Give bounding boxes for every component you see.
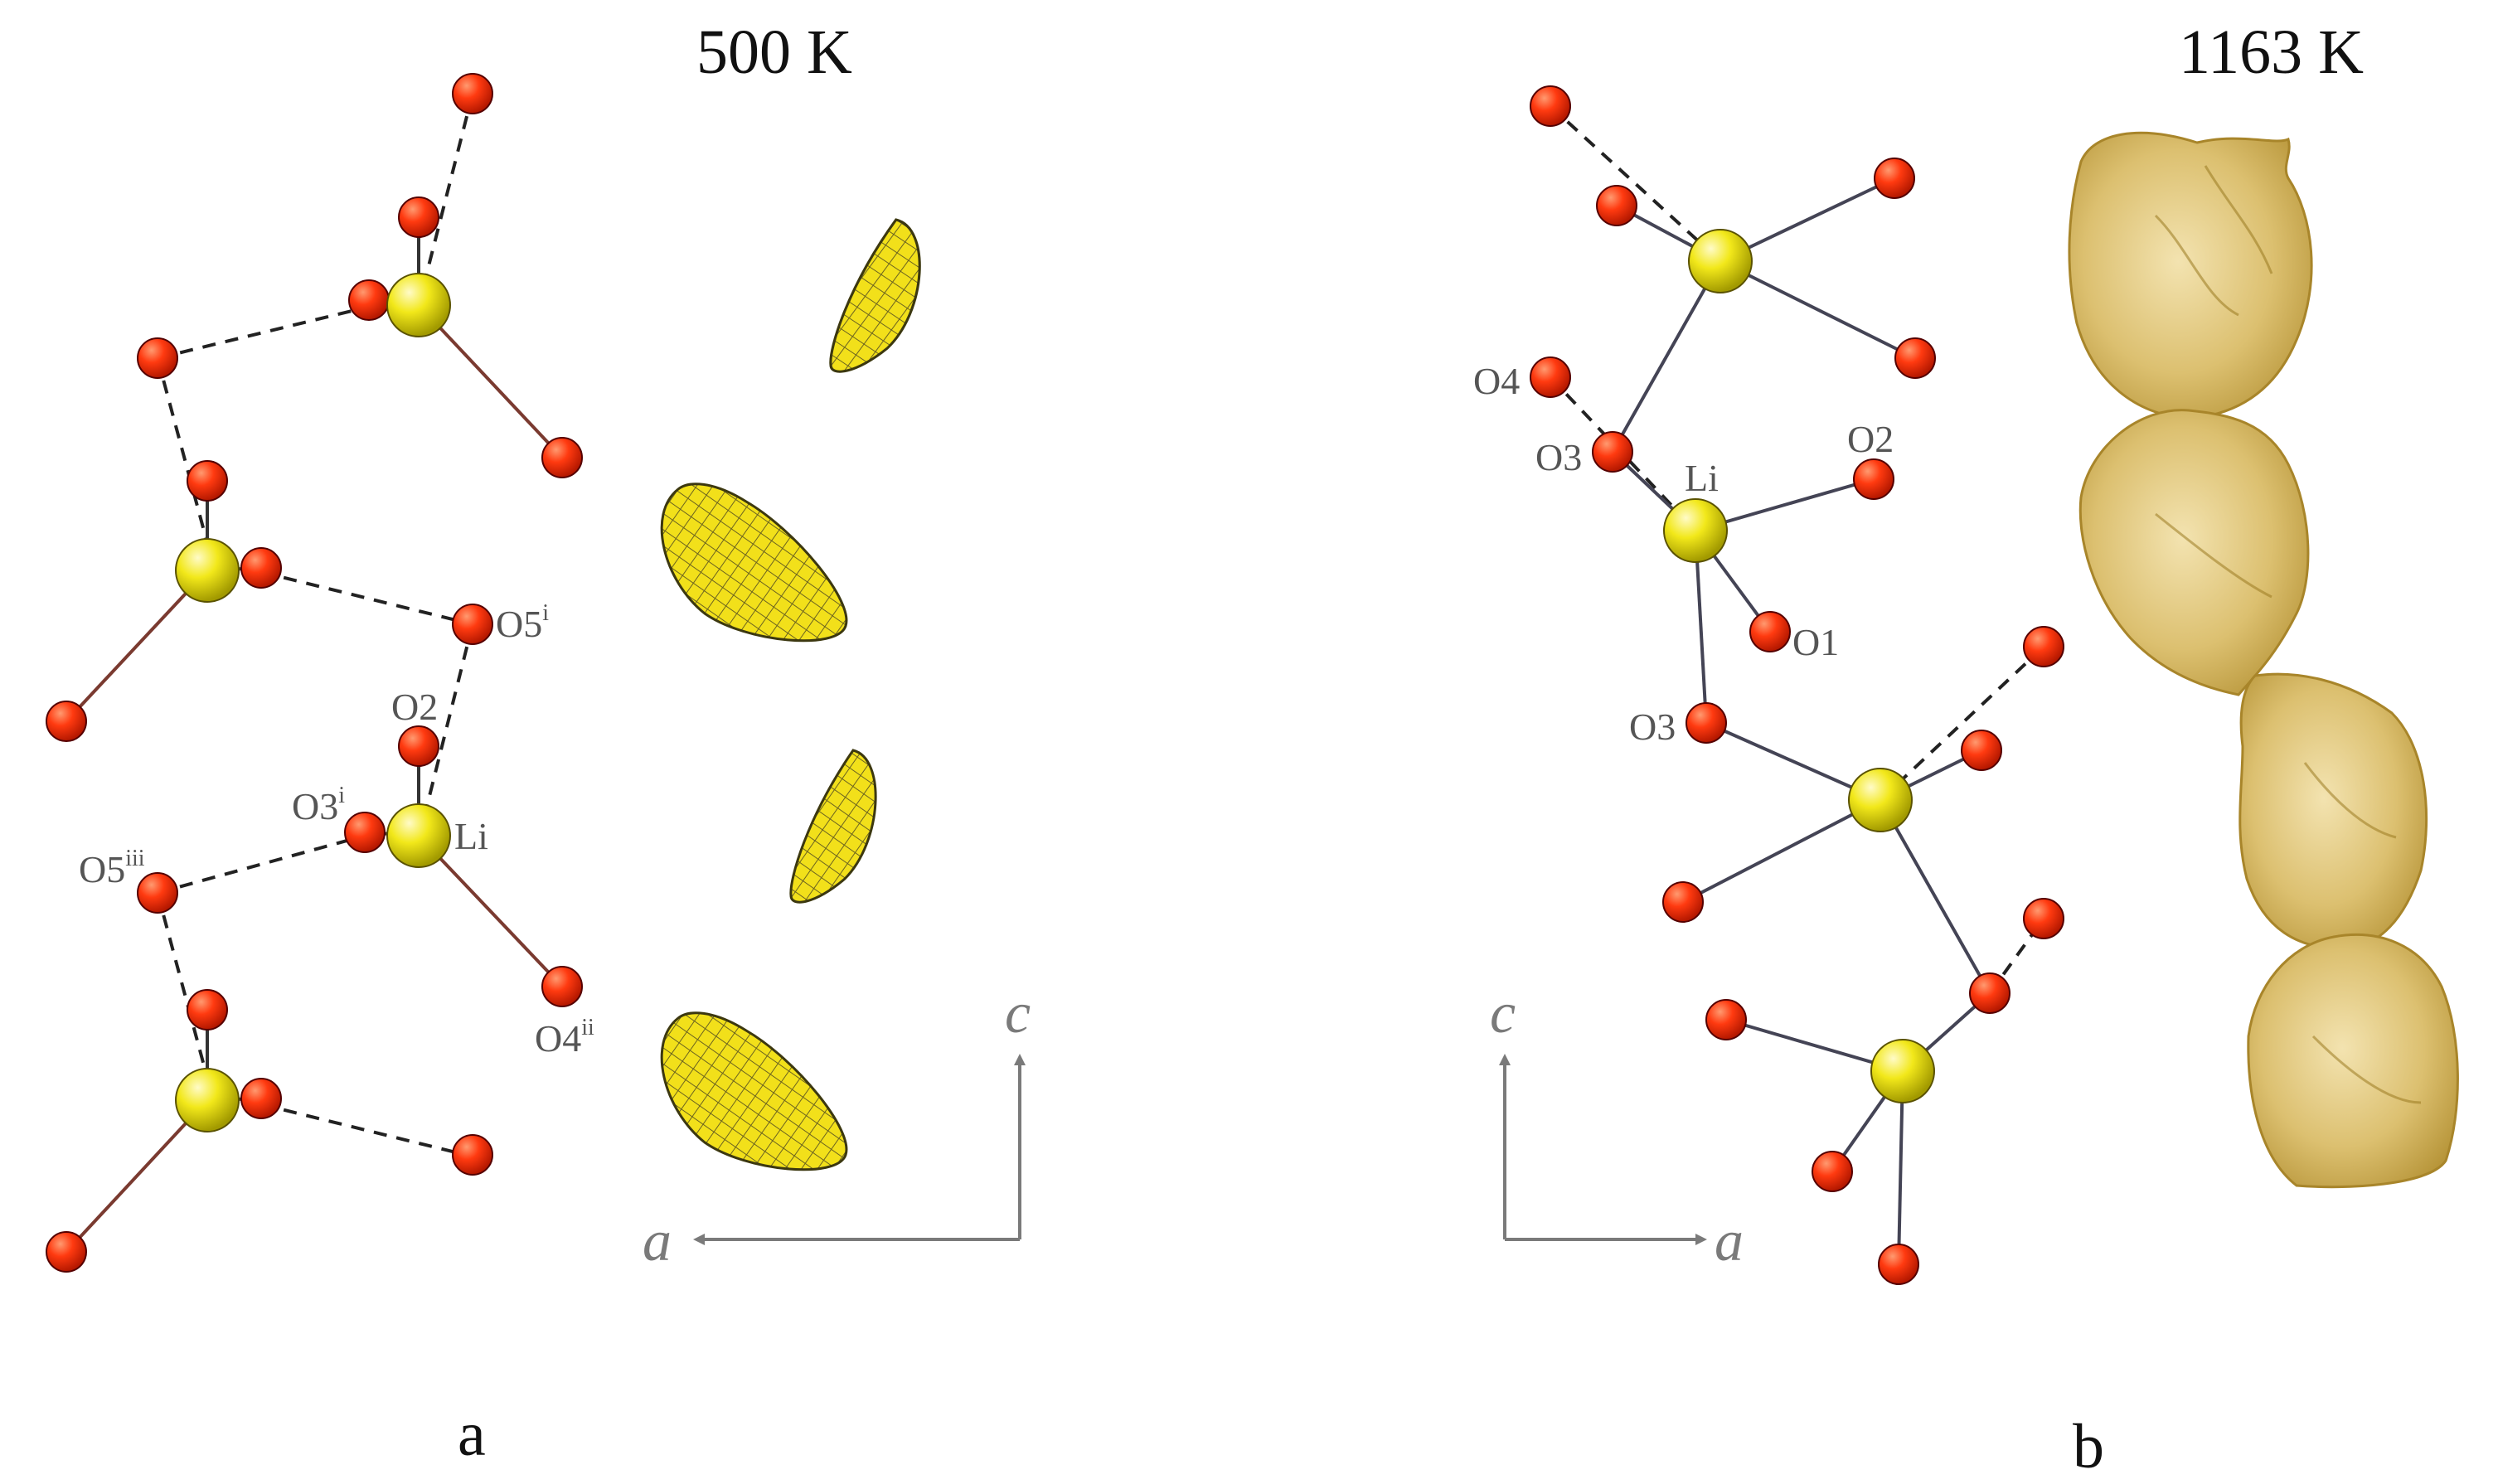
panel-b-label-o3-upper: O3 [1535,436,1582,478]
panel-a-lithium-atoms [175,273,451,1132]
panel-b-label: b [2073,1412,2104,1482]
panel-a-label-o5i: O5i [496,600,549,645]
density-lobe-4 [2247,934,2459,1189]
panel-b-axes [1499,1054,1707,1245]
panel-a-thermal-ellipsoids [660,218,921,1171]
panel-b-label-o1: O1 [1792,621,1839,663]
panel-b-label-o3-lower: O3 [1629,706,1676,748]
panel-a-label-o5iii: O5iii [79,846,145,890]
panel-b-lithium-atoms [1663,229,1935,1103]
panel-b-density-isosurface [2068,131,2459,1189]
panel-b-density-shading [2154,165,2422,1104]
panel-b-a-axis-label: a [1715,1210,1744,1273]
panel-a-axes [693,1054,1026,1245]
density-lobe-3 [2238,672,2428,951]
panel-a-temperature: 500 K [696,17,852,87]
panel-b: 1163 K [1473,17,2459,1482]
ellipsoid-3 [789,749,877,904]
panel-b-label-o2: O2 [1847,418,1894,460]
panel-a-a-axis-label: a [643,1210,672,1273]
panel-b-temperature: 1163 K [2179,17,2364,87]
panel-a-c-axis-label: c [1005,982,1031,1045]
panel-a-label-o2: O2 [391,686,438,728]
panel-a-label: a [458,1399,486,1469]
panel-a-label-o3i: O3i [292,783,345,827]
panel-b-c-axis-label: c [1490,982,1516,1045]
panel-b-label-li: Li [1685,457,1719,499]
panel-a-bonds [65,217,564,1254]
panel-a: 500 K [46,17,1031,1469]
ellipsoid-1 [829,218,921,373]
panel-a-dashed-contacts [156,93,474,1158]
panel-a-label-li: Li [454,815,488,857]
panel-b-label-o4: O4 [1473,360,1520,402]
ellipsoid-2 [660,483,848,643]
panel-b-oxygen-atoms [1530,85,2064,1285]
density-lobe-2 [2078,409,2310,696]
panel-a-label-o4ii: O4ii [535,1015,594,1060]
panel-a-oxygen-atoms [46,73,583,1273]
ellipsoid-4 [660,1011,848,1171]
density-lobe-1 [2068,131,2313,420]
panel-b-dashed-contacts [1549,104,2045,995]
